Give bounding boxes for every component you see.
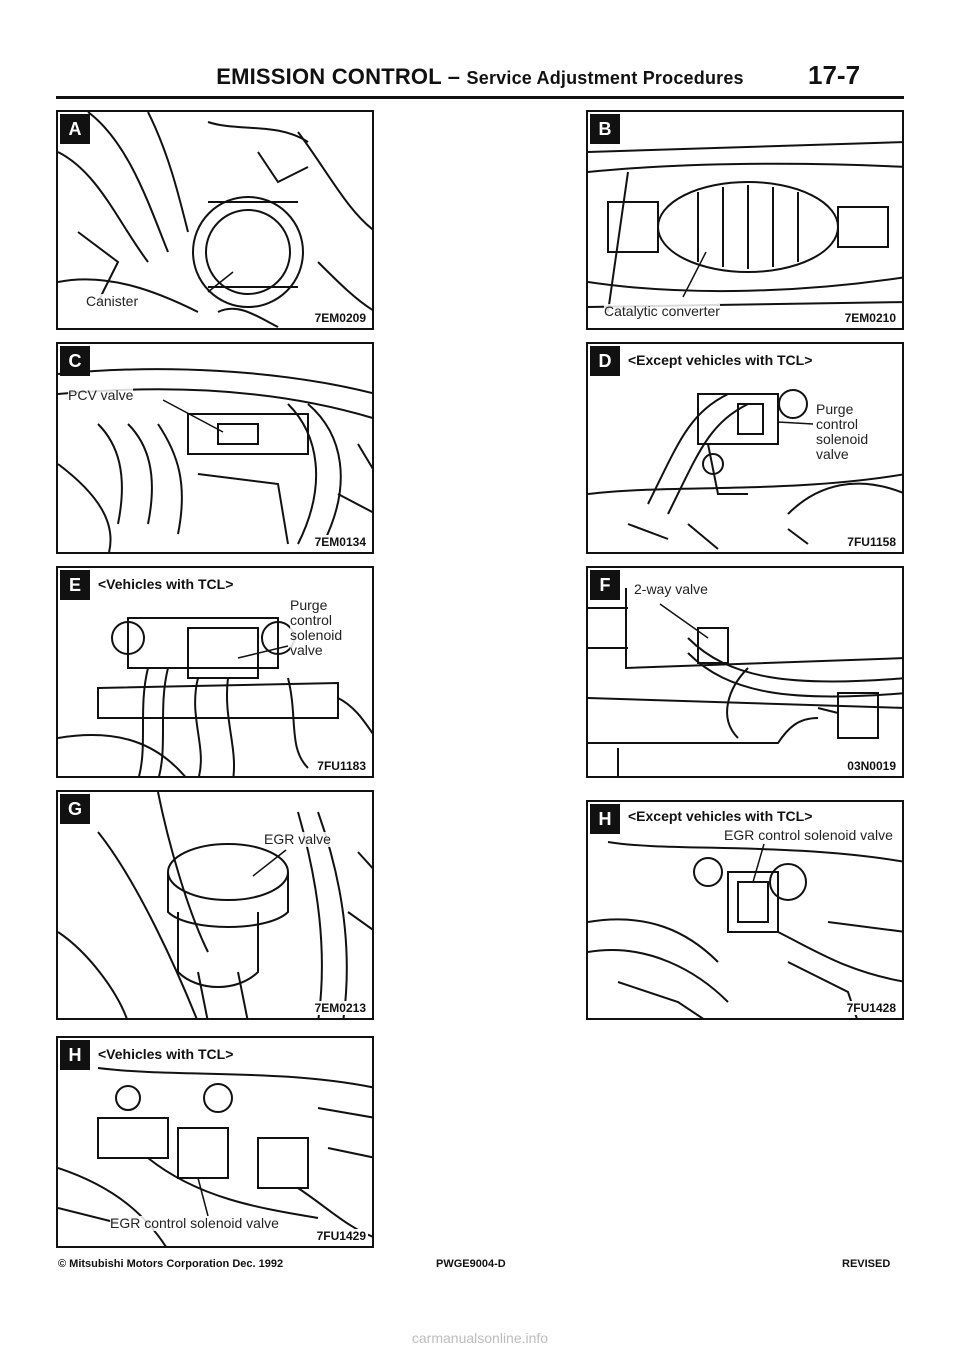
figure-letter-badge: B bbox=[590, 114, 620, 144]
callout-label: PCV valve bbox=[68, 387, 134, 403]
footer-status: REVISED bbox=[842, 1258, 891, 1270]
figure-letter-badge: E bbox=[60, 570, 90, 600]
figure-code: 7EM0134 bbox=[312, 535, 368, 549]
title-sub: Service Adjustment Procedures bbox=[466, 68, 744, 88]
figure-code: 7EM0209 bbox=[312, 311, 368, 325]
figure-c-pcv-valve: C PCV valve 7EM0134 bbox=[56, 342, 374, 554]
figure-d-purge-solenoid-except-tcl: D <Except vehicles with TCL> Purge contr… bbox=[586, 342, 904, 554]
footer-copyright: © Mitsubishi Motors Corporation Dec. 199… bbox=[58, 1258, 284, 1270]
callout-label: EGR control solenoid valve bbox=[724, 827, 893, 843]
pcv-valve-illustration bbox=[58, 368, 372, 552]
figure-letter-badge: F bbox=[590, 570, 620, 600]
watermark-text: carmanualsonline.info bbox=[411, 1330, 549, 1346]
catalytic-converter-illustration bbox=[588, 141, 902, 313]
egr-solenoid-illustration bbox=[588, 841, 902, 1018]
figure-heading: <Except vehicles with TCL> bbox=[626, 352, 815, 368]
figure-letter-badge: H bbox=[60, 1040, 90, 1070]
egr-solenoid-tcl-illustration bbox=[58, 1067, 372, 1246]
figure-heading: <Except vehicles with TCL> bbox=[626, 808, 815, 824]
figure-g-egr-valve: G EGR valve 7EM0213 bbox=[56, 790, 374, 1020]
figure-heading: <Vehicles with TCL> bbox=[96, 576, 236, 592]
figure-heading: <Vehicles with TCL> bbox=[96, 1046, 236, 1062]
figure-h-egr-solenoid-except-tcl: H <Except vehicles with TCL> EGR control… bbox=[586, 800, 904, 1020]
callout-label: EGR valve bbox=[264, 831, 331, 847]
figure-letter-badge: C bbox=[60, 346, 90, 376]
figure-letter-badge: A bbox=[60, 114, 90, 144]
two-way-valve-illustration bbox=[588, 588, 902, 776]
title-main: EMISSION CONTROL – bbox=[216, 64, 461, 89]
callout-label: 2-way valve bbox=[634, 581, 708, 597]
figure-b-catalytic-converter: B Catalytic converter 7EM0210 bbox=[586, 110, 904, 330]
figure-h-egr-solenoid-tcl: H <Vehicles with TCL> EGR control soleno… bbox=[56, 1036, 374, 1248]
page-title: EMISSION CONTROL – Service Adjustment Pr… bbox=[200, 64, 760, 90]
figure-code: 7FU1429 bbox=[314, 1229, 368, 1243]
figure-code: 7FU1428 bbox=[844, 1001, 898, 1015]
figure-letter-badge: H bbox=[590, 804, 620, 834]
callout-label: Purge control solenoid valve bbox=[816, 402, 884, 462]
figure-code: 7EM0210 bbox=[842, 311, 898, 325]
callout-label: Catalytic converter bbox=[604, 303, 720, 319]
figure-f-2-way-valve: F 2-way valve 03N0019 bbox=[586, 566, 904, 778]
figure-code: 7FU1183 bbox=[315, 759, 368, 773]
figure-code: 7FU1158 bbox=[845, 535, 898, 549]
callout-label: Canister bbox=[86, 293, 139, 309]
callout-label: Purge control solenoid valve bbox=[290, 598, 366, 658]
figure-letter-badge: G bbox=[60, 794, 90, 824]
figure-e-purge-solenoid-tcl: E <Vehicles with TCL> Purge control sole… bbox=[56, 566, 374, 778]
canister-illustration bbox=[58, 112, 372, 328]
header-rule bbox=[56, 96, 904, 99]
purge-solenoid-illustration bbox=[588, 389, 902, 550]
figure-a-canister: A Canister 7EM0209 bbox=[56, 110, 374, 330]
callout-label: EGR control solenoid valve bbox=[110, 1215, 279, 1231]
footer-doc-code: PWGE9004-D bbox=[436, 1258, 506, 1270]
page-number: 17-7 bbox=[808, 60, 861, 90]
figure-code: 7EM0213 bbox=[312, 1001, 368, 1015]
egr-valve-illustration bbox=[58, 792, 372, 1018]
figure-code: 03N0019 bbox=[845, 759, 898, 773]
figure-letter-badge: D bbox=[590, 346, 620, 376]
